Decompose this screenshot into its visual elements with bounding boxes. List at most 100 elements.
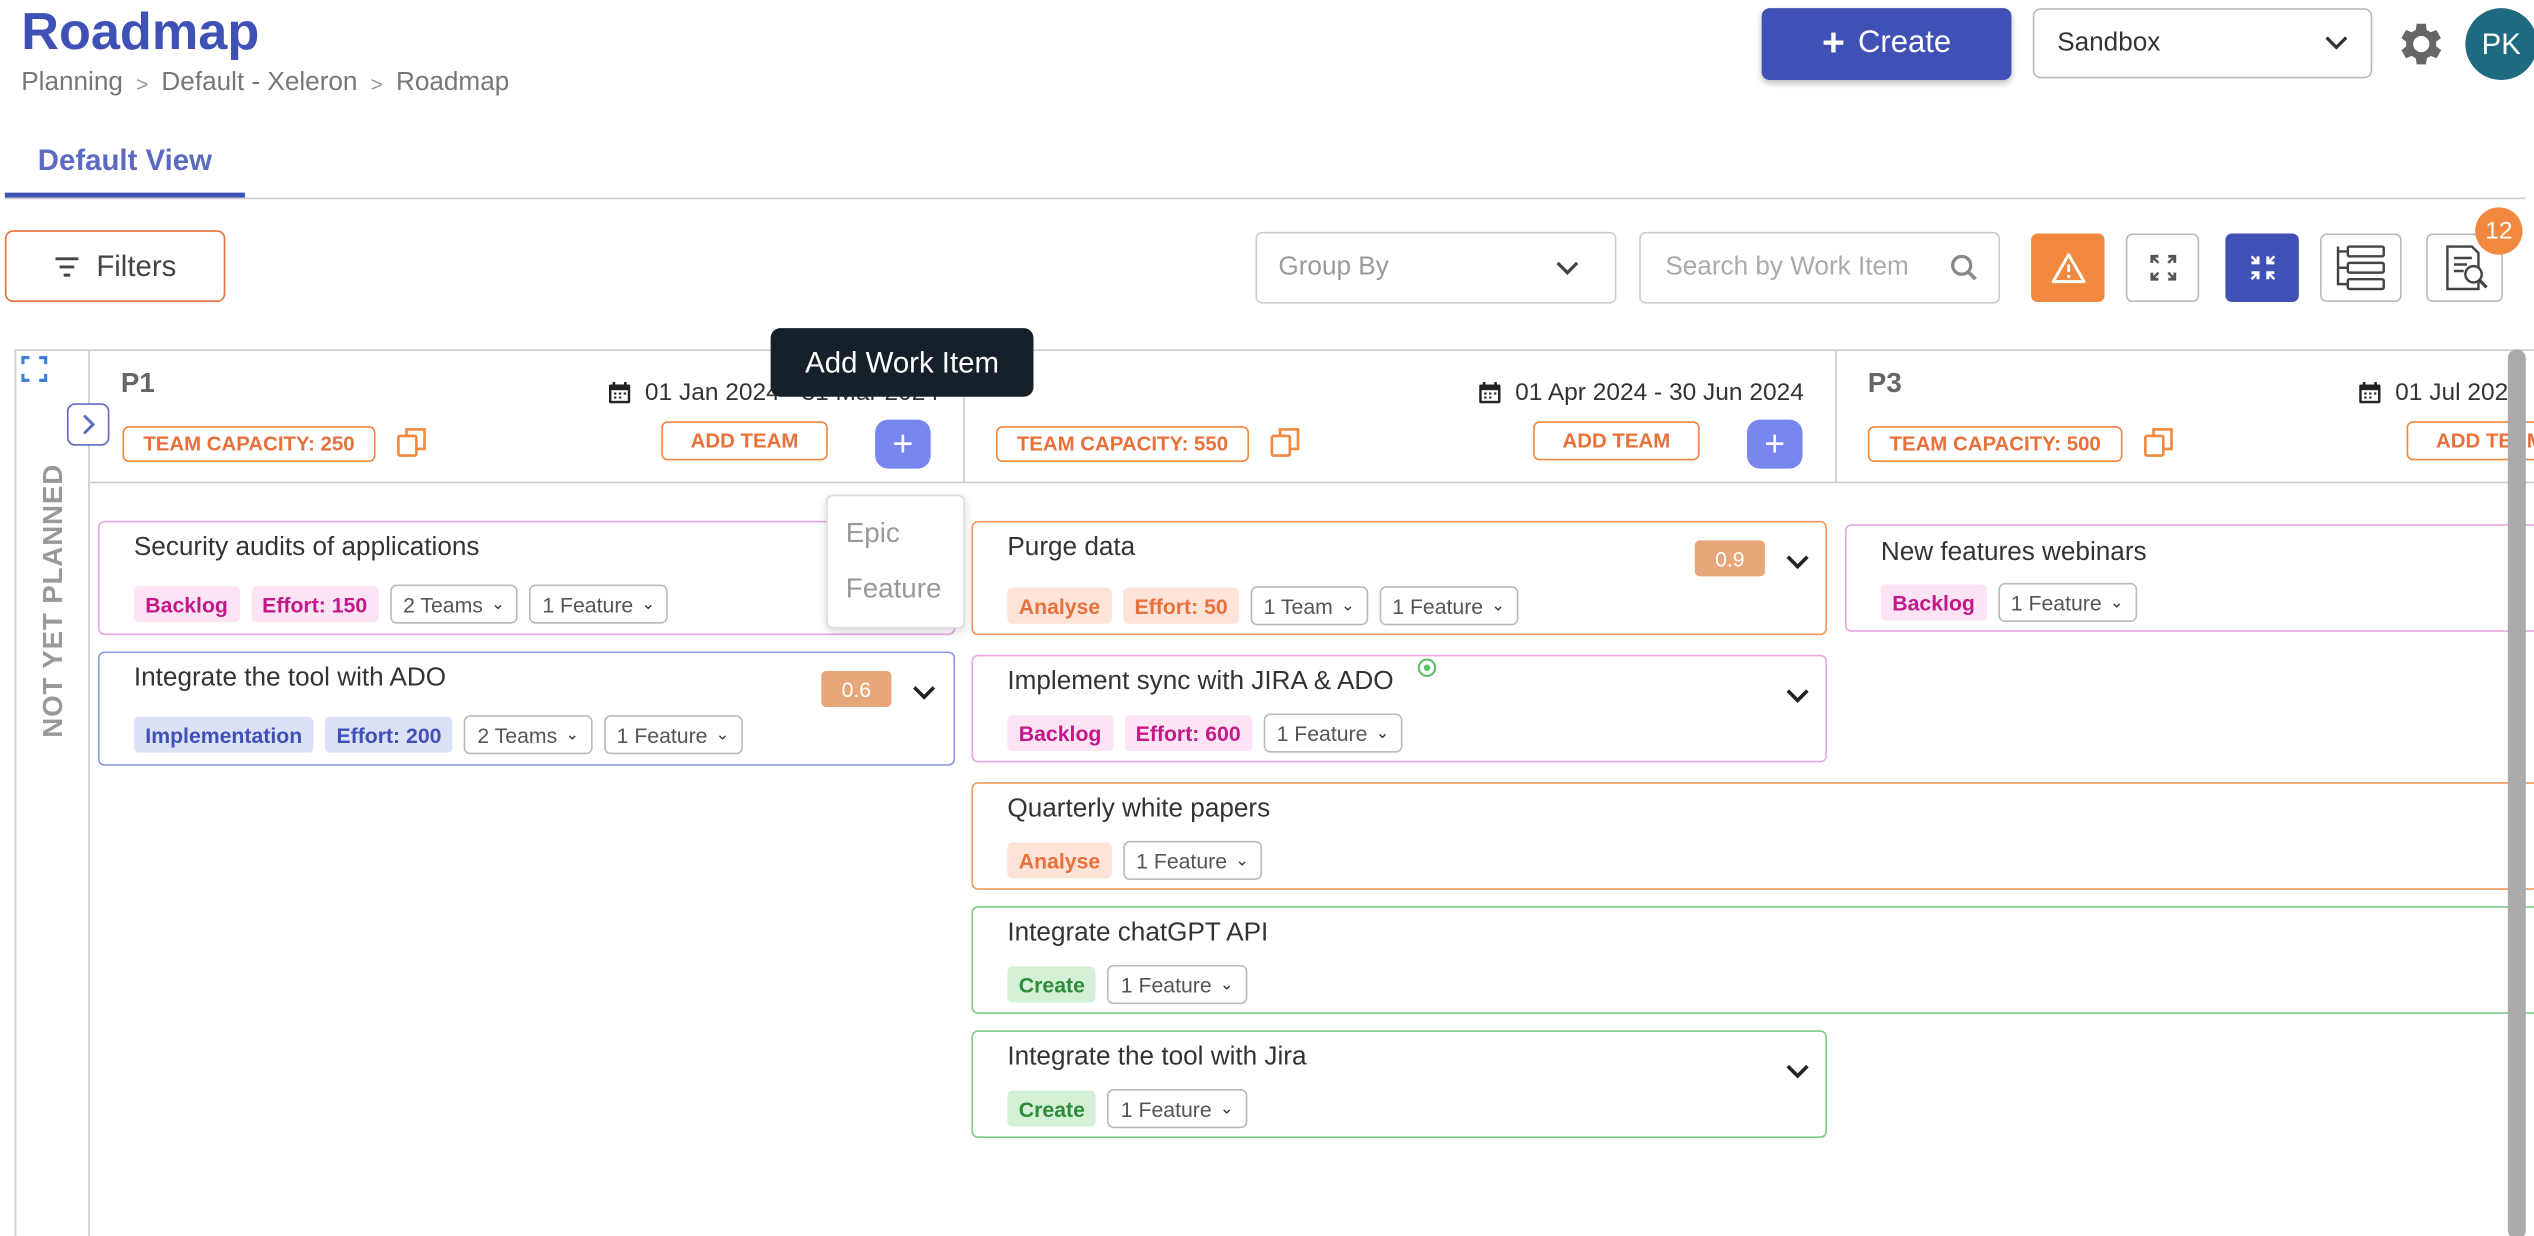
chevron-down-icon[interactable] — [1785, 549, 1811, 575]
breadcrumb-default-xeleron[interactable]: Default - Xeleron — [161, 69, 357, 98]
search-box — [1639, 232, 2000, 304]
search-icon[interactable] — [1949, 253, 1978, 282]
collapse-all-button[interactable] — [2225, 233, 2298, 302]
menu-item-epic[interactable]: Epic — [846, 518, 900, 551]
work-item-title: Integrate chatGPT API — [1007, 919, 1268, 948]
environment-select-value: Sandbox — [2057, 29, 2160, 58]
features-dropdown[interactable]: 1 Feature⌄ — [1379, 586, 1518, 625]
calendar-icon — [1478, 380, 1502, 404]
features-dropdown[interactable]: 1 Feature⌄ — [1998, 583, 2137, 622]
breadcrumb-roadmap: Roadmap — [396, 69, 509, 98]
work-item-card[interactable]: Quarterly white papers Analyse 1 Feature… — [971, 782, 2533, 890]
collapse-icon — [2247, 253, 2276, 282]
report-search-icon — [2438, 243, 2490, 292]
avatar[interactable]: PK — [2465, 8, 2534, 80]
expand-all-button[interactable] — [2126, 233, 2199, 302]
features-dropdown[interactable]: 1 Feature⌄ — [1108, 965, 1247, 1004]
status-badge: Analyse — [1007, 588, 1111, 624]
work-item-meta: Backlog Effort: 150 2 Teams⌄ 1 Feature⌄ — [134, 585, 668, 624]
work-item-meta: Backlog 1 Feature⌄ — [1881, 583, 2137, 622]
search-input[interactable] — [1662, 251, 1946, 284]
calendar-icon — [607, 380, 631, 404]
plus-icon: + — [1764, 423, 1785, 465]
create-button[interactable]: + Create — [1762, 8, 2012, 80]
work-item-card[interactable]: Purge data Analyse Effort: 50 1 Team⌄ 1 … — [971, 521, 1827, 635]
tab-default-view[interactable]: Default View — [5, 140, 245, 197]
gear-icon[interactable] — [2394, 16, 2450, 72]
chevron-down-icon: ⌄ — [1220, 1100, 1234, 1118]
features-dropdown-label: 1 Feature — [1136, 848, 1227, 872]
teams-dropdown[interactable]: 1 Team⌄ — [1251, 586, 1368, 625]
hierarchy-view-button[interactable] — [2320, 233, 2402, 302]
board-scrollbar[interactable] — [2508, 349, 2526, 1236]
tab-divider — [5, 198, 2526, 200]
filters-button[interactable]: Filters — [5, 230, 225, 302]
column-dates: 01 Jul 2024 — [2358, 379, 2522, 407]
chevron-down-icon[interactable] — [911, 679, 937, 705]
group-by-select[interactable]: Group By — [1256, 232, 1617, 304]
features-dropdown[interactable]: 1 Feature ⌄ — [1123, 841, 1262, 880]
copy-icon[interactable] — [395, 426, 428, 459]
chevron-down-icon: ⌄ — [641, 595, 655, 613]
features-dropdown-label: 1 Feature — [1277, 721, 1368, 745]
expand-corners-icon[interactable] — [21, 356, 47, 382]
work-item-title: New features webinars — [1881, 539, 2147, 568]
column-dates-text: 01 Jul 2024 — [2395, 379, 2522, 407]
environment-select[interactable]: Sandbox — [2033, 8, 2373, 78]
plus-icon: + — [892, 423, 913, 465]
score-badge: 0.9 — [1695, 540, 1765, 576]
features-dropdown-label: 1 Feature — [1121, 1096, 1212, 1120]
plus-icon: + — [1822, 24, 1845, 63]
status-badge: Analyse — [1007, 842, 1111, 878]
chevron-down-icon: ⌄ — [565, 726, 579, 744]
work-item-title: Quarterly white papers — [1007, 795, 1270, 824]
features-dropdown[interactable]: 1 Feature⌄ — [604, 715, 743, 754]
features-dropdown[interactable]: 1 Feature ⌄ — [1264, 713, 1403, 752]
work-item-title: Security audits of applications — [134, 534, 480, 563]
column-header-p3: P3 01 Jul 2024 TEAM CAPACITY: 500 ADD TE… — [1837, 351, 2534, 483]
features-dropdown[interactable]: 1 Feature ⌄ — [1108, 1089, 1247, 1128]
chevron-down-icon: ⌄ — [491, 595, 505, 613]
work-item-card[interactable]: Implement sync with JIRA & ADO Backlog E… — [971, 655, 1827, 763]
teams-dropdown[interactable]: 2 Teams⌄ — [464, 715, 592, 754]
warning-icon — [2050, 251, 2086, 284]
effort-badge: Effort: 200 — [325, 717, 453, 753]
add-team-button[interactable]: ADD TEAM — [661, 421, 828, 460]
work-item-card[interactable]: Integrate the tool with ADO Implementati… — [98, 651, 955, 765]
filter-icon — [54, 256, 80, 277]
create-button-label: Create — [1858, 26, 1951, 62]
effort-badge: Effort: 600 — [1124, 715, 1252, 751]
copy-icon[interactable] — [1269, 426, 1302, 459]
column-name: P1 — [121, 367, 155, 400]
group-by-placeholder: Group By — [1278, 253, 1388, 282]
rail-toggle-button[interactable] — [67, 403, 109, 445]
chevron-down-icon: ⌄ — [2110, 593, 2124, 611]
effort-badge: Effort: 150 — [251, 586, 379, 622]
column-dates-text: 01 Apr 2024 - 30 Jun 2024 — [1515, 379, 1804, 407]
work-item-meta: Implementation Effort: 200 2 Teams⌄ 1 Fe… — [134, 715, 743, 754]
chevron-down-icon — [2325, 36, 2348, 51]
copy-icon[interactable] — [2142, 426, 2175, 459]
work-item-card[interactable]: Integrate the tool with Jira Create 1 Fe… — [971, 1030, 1827, 1138]
teams-dropdown[interactable]: 2 Teams⌄ — [390, 585, 518, 624]
chevron-down-icon: ⌄ — [1235, 851, 1249, 869]
add-work-item-button[interactable]: + — [875, 420, 931, 469]
add-team-button[interactable]: ADD TEAM — [1533, 421, 1700, 460]
features-dropdown[interactable]: 1 Feature⌄ — [529, 585, 668, 624]
work-item-title: Integrate the tool with ADO — [134, 665, 446, 694]
work-item-meta: Analyse Effort: 50 1 Team⌄ 1 Feature⌄ — [1007, 586, 1518, 625]
work-item-meta: Backlog Effort: 600 1 Feature⌄ — [1007, 713, 1402, 752]
breadcrumb-planning[interactable]: Planning — [21, 69, 123, 98]
add-work-item-button[interactable]: + — [1747, 420, 1803, 469]
work-item-card[interactable]: Integrate chatGPT API Create 1 Feature⌄ — [971, 906, 2533, 1014]
chevron-down-icon: ⌄ — [1376, 724, 1390, 742]
calendar-icon — [2358, 380, 2382, 404]
work-item-card[interactable]: New features webinars Backlog 1 Feature⌄ — [1845, 524, 2534, 632]
menu-item-feature[interactable]: Feature — [846, 573, 942, 606]
chevron-down-icon[interactable] — [1785, 682, 1811, 708]
status-badge: Implementation — [134, 717, 314, 753]
status-badge: Backlog — [1881, 585, 1986, 621]
chevron-down-icon[interactable] — [1785, 1058, 1811, 1084]
warnings-button[interactable] — [2031, 233, 2104, 302]
